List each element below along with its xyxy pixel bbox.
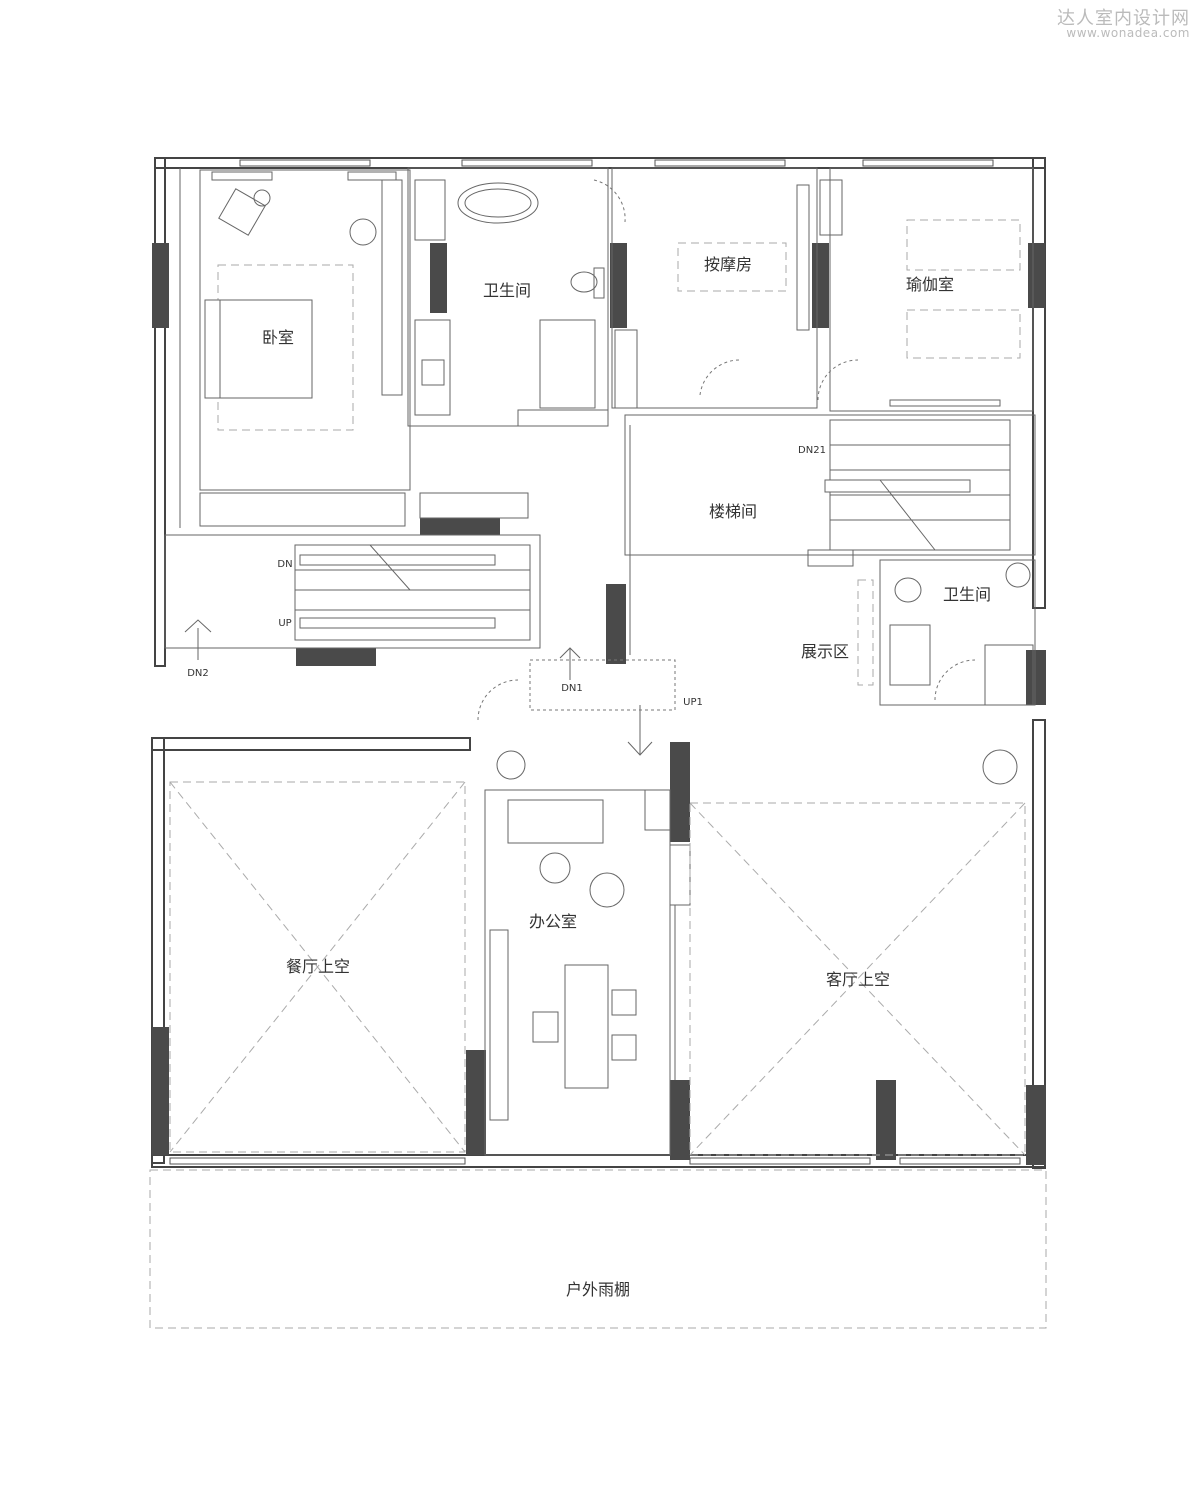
mark-up1: UP1 — [683, 697, 703, 708]
mark-dn: DN — [277, 559, 292, 570]
stair-markers: DN UP DN1 DN2 DN21 UP1 — [187, 445, 826, 708]
toilet — [894, 577, 922, 603]
yoga-mat — [906, 219, 1021, 271]
mark-up: UP — [278, 618, 291, 629]
plant-icon — [1005, 562, 1031, 588]
bathtub — [457, 182, 539, 224]
mark-dn2: DN2 — [187, 668, 209, 679]
column — [420, 517, 500, 535]
structural-columns — [152, 243, 1046, 1165]
label-massage-room: 按摩房 — [704, 255, 752, 274]
column — [1026, 1085, 1046, 1165]
massage-room-area — [611, 167, 818, 409]
round-stool — [349, 218, 377, 246]
column — [430, 243, 447, 313]
yoga-mat — [906, 309, 1021, 359]
cabinet — [419, 492, 529, 519]
stairwell-area — [624, 414, 1036, 655]
vanity — [889, 624, 931, 686]
label-office: 办公室 — [529, 912, 577, 931]
label-dining-void: 餐厅上空 — [286, 957, 350, 976]
mark-dn1: DN1 — [561, 683, 583, 694]
outdoor-canopy-outline — [149, 1169, 1047, 1329]
mark-dn21: DN21 — [798, 445, 826, 456]
label-bedroom: 卧室 — [262, 328, 294, 347]
left-stair — [164, 534, 541, 660]
column — [152, 1027, 169, 1155]
bedroom-rug — [217, 264, 354, 431]
yoga-room-area — [817, 167, 1034, 412]
armchair — [218, 188, 266, 236]
sofa — [507, 799, 604, 844]
right-stair — [824, 419, 1011, 551]
column — [152, 243, 169, 328]
column — [1026, 650, 1046, 705]
column — [670, 1080, 690, 1160]
bedroom-area — [199, 169, 529, 527]
column — [812, 243, 829, 328]
round-table — [539, 852, 571, 884]
bed — [219, 299, 313, 399]
column — [296, 648, 376, 666]
dining-top-wall — [151, 737, 471, 751]
plant-icon — [982, 749, 1018, 785]
column — [606, 584, 626, 664]
left-wall-upper — [154, 157, 166, 667]
wardrobe — [199, 492, 406, 527]
label-yoga-room: 瑜伽室 — [906, 275, 954, 294]
column — [1028, 243, 1045, 308]
lounge-chair — [589, 872, 625, 908]
office-area — [477, 647, 691, 1156]
label-display-area: 展示区 — [801, 642, 849, 661]
toilet — [570, 271, 598, 293]
watermark-url: www.wonadea.com — [1066, 26, 1190, 40]
dining-void-outline — [169, 781, 466, 1153]
chair — [532, 1011, 559, 1043]
desk — [564, 964, 609, 1089]
column — [466, 1050, 486, 1155]
chair — [611, 1034, 637, 1061]
chair — [611, 989, 637, 1016]
living-void-outline — [689, 802, 1026, 1156]
vanity — [414, 319, 451, 416]
plant-icon — [496, 750, 526, 780]
small-bathroom-area — [857, 559, 1036, 706]
bookshelf — [489, 929, 509, 1121]
dining-void — [169, 781, 466, 1153]
column — [610, 243, 627, 328]
label-outdoor-canopy: 户外雨棚 — [566, 1280, 630, 1299]
lamp-icon — [253, 189, 271, 207]
massage-table — [677, 242, 787, 292]
label-living-void: 客厅上空 — [826, 970, 890, 989]
main-bathroom-area — [407, 167, 626, 427]
living-void — [674, 749, 1026, 1156]
room-labels: 卧室 卫生间 按摩房 瑜伽室 楼梯间 卫生间 展示区 办公室 餐厅上空 客厅上空… — [262, 255, 991, 1299]
shower — [539, 319, 596, 409]
label-bathroom-main: 卫生间 — [483, 281, 531, 300]
column — [876, 1080, 896, 1160]
label-bathroom-small: 卫生间 — [943, 585, 991, 604]
column — [670, 742, 690, 842]
watermark-site-name: 达人室内设计网 — [1057, 8, 1190, 29]
label-stairwell: 楼梯间 — [709, 502, 757, 521]
